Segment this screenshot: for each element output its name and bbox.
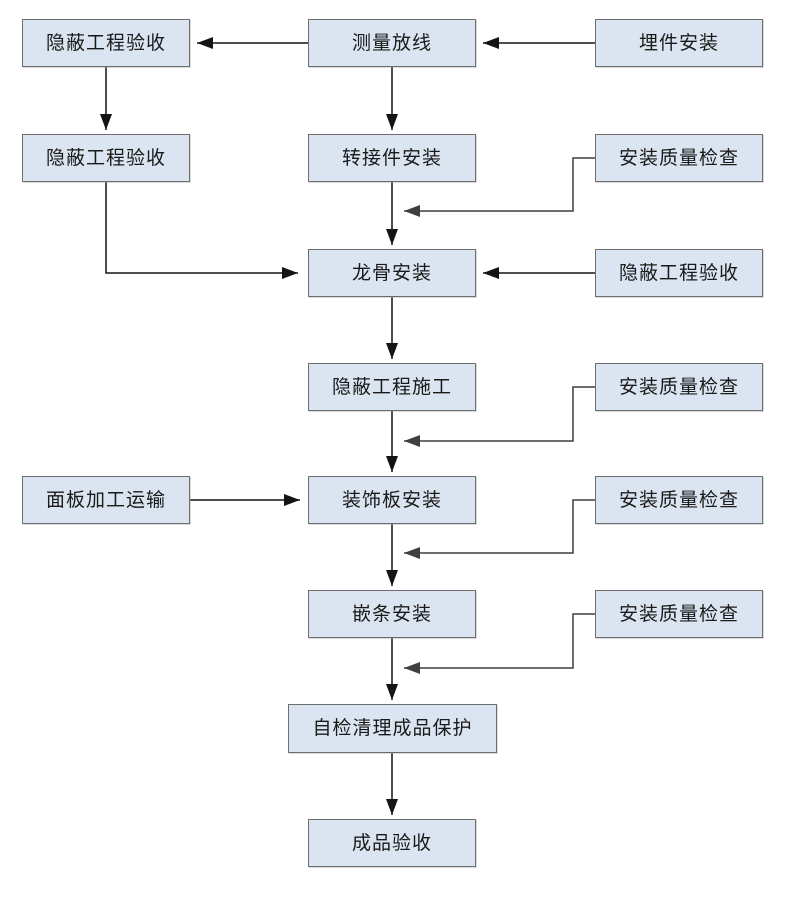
flow-node-quality-check-2: 安装质量检查 [595, 363, 763, 411]
flow-node-label: 隐蔽工程验收 [618, 262, 739, 284]
flow-node-concealed-acceptance-2: 隐蔽工程验收 [22, 134, 190, 182]
flow-connector-qc4-branch [404, 613, 595, 669]
arrowhead-qc1-branch [404, 205, 420, 217]
arrowhead-concealed1-to-concealed2 [100, 114, 112, 130]
flow-node-quality-check-3: 安装质量检查 [595, 476, 763, 524]
arrowhead-keel-to-construction [386, 343, 398, 359]
flow-node-label: 嵌条安装 [351, 603, 432, 625]
flow-node-concealed-acceptance-3: 隐蔽工程验收 [595, 249, 763, 297]
arrowhead-qc3-branch [404, 547, 420, 559]
flow-node-trim-strip-install: 嵌条安装 [308, 590, 476, 638]
flow-connector-qc3-branch [404, 499, 595, 554]
flow-node-keel-install: 龙骨安装 [308, 249, 476, 297]
arrowhead-trim-to-selfcheck [386, 684, 398, 700]
flow-node-label: 装饰板安装 [341, 489, 442, 511]
flow-node-concealed-construction: 隐蔽工程施工 [308, 363, 476, 411]
flow-node-embedded-parts-install: 埋件安装 [595, 19, 763, 67]
flow-node-label: 龙骨安装 [351, 262, 432, 284]
flow-node-concealed-acceptance-1: 隐蔽工程验收 [22, 19, 190, 67]
flow-node-label: 自检清理成品保护 [312, 718, 473, 739]
flow-connector-qc2-branch [404, 386, 595, 442]
arrowhead-qc2-branch [404, 435, 420, 447]
flow-node-finished-acceptance: 成品验收 [308, 819, 476, 867]
arrowhead-embed-to-measure [483, 37, 499, 49]
flow-connector-qc1-branch [404, 157, 595, 212]
flow-node-quality-check-4: 安装质量检查 [595, 590, 763, 638]
flow-node-self-check-protection: 自检清理成品保护 [288, 704, 497, 753]
arrowhead-panel-to-trim [386, 570, 398, 586]
flow-node-label: 成品验收 [351, 832, 432, 854]
flow-node-label: 转接件安装 [341, 147, 442, 169]
flow-node-label: 安装质量检查 [618, 603, 739, 625]
flow-node-label: 隐蔽工程验收 [45, 32, 166, 54]
arrowhead-measure-to-adapter [386, 114, 398, 130]
arrowhead-measure-to-concealed1 [197, 37, 213, 49]
arrowhead-concealed2-to-keel [282, 267, 298, 279]
flow-node-panel-process-transport: 面板加工运输 [22, 476, 190, 524]
flow-node-label: 安装质量检查 [618, 489, 739, 511]
arrowhead-qc4-branch [404, 662, 420, 674]
arrowhead-adapter-to-keel [386, 229, 398, 245]
flow-node-label: 隐蔽工程验收 [45, 147, 166, 169]
flow-node-label: 面板加工运输 [45, 489, 166, 511]
flow-node-label: 安装质量检查 [618, 147, 739, 169]
flow-node-label: 隐蔽工程施工 [331, 376, 452, 398]
flow-node-adapter-install: 转接件安装 [308, 134, 476, 182]
flow-node-decorative-panel-install: 装饰板安装 [308, 476, 476, 524]
flow-node-measure-layout: 测量放线 [308, 19, 476, 67]
flow-node-label: 安装质量检查 [618, 376, 739, 398]
arrowhead-construction-to-panel [386, 456, 398, 472]
flow-connector-concealed2-to-keel [105, 182, 298, 274]
flow-node-label: 测量放线 [351, 32, 432, 54]
flow-node-label: 埋件安装 [638, 32, 719, 54]
flow-node-quality-check-1: 安装质量检查 [595, 134, 763, 182]
arrowhead-concealed3-to-keel [483, 267, 499, 279]
arrowhead-transport-to-panel [284, 494, 300, 506]
arrowhead-selfcheck-to-finished [386, 799, 398, 815]
